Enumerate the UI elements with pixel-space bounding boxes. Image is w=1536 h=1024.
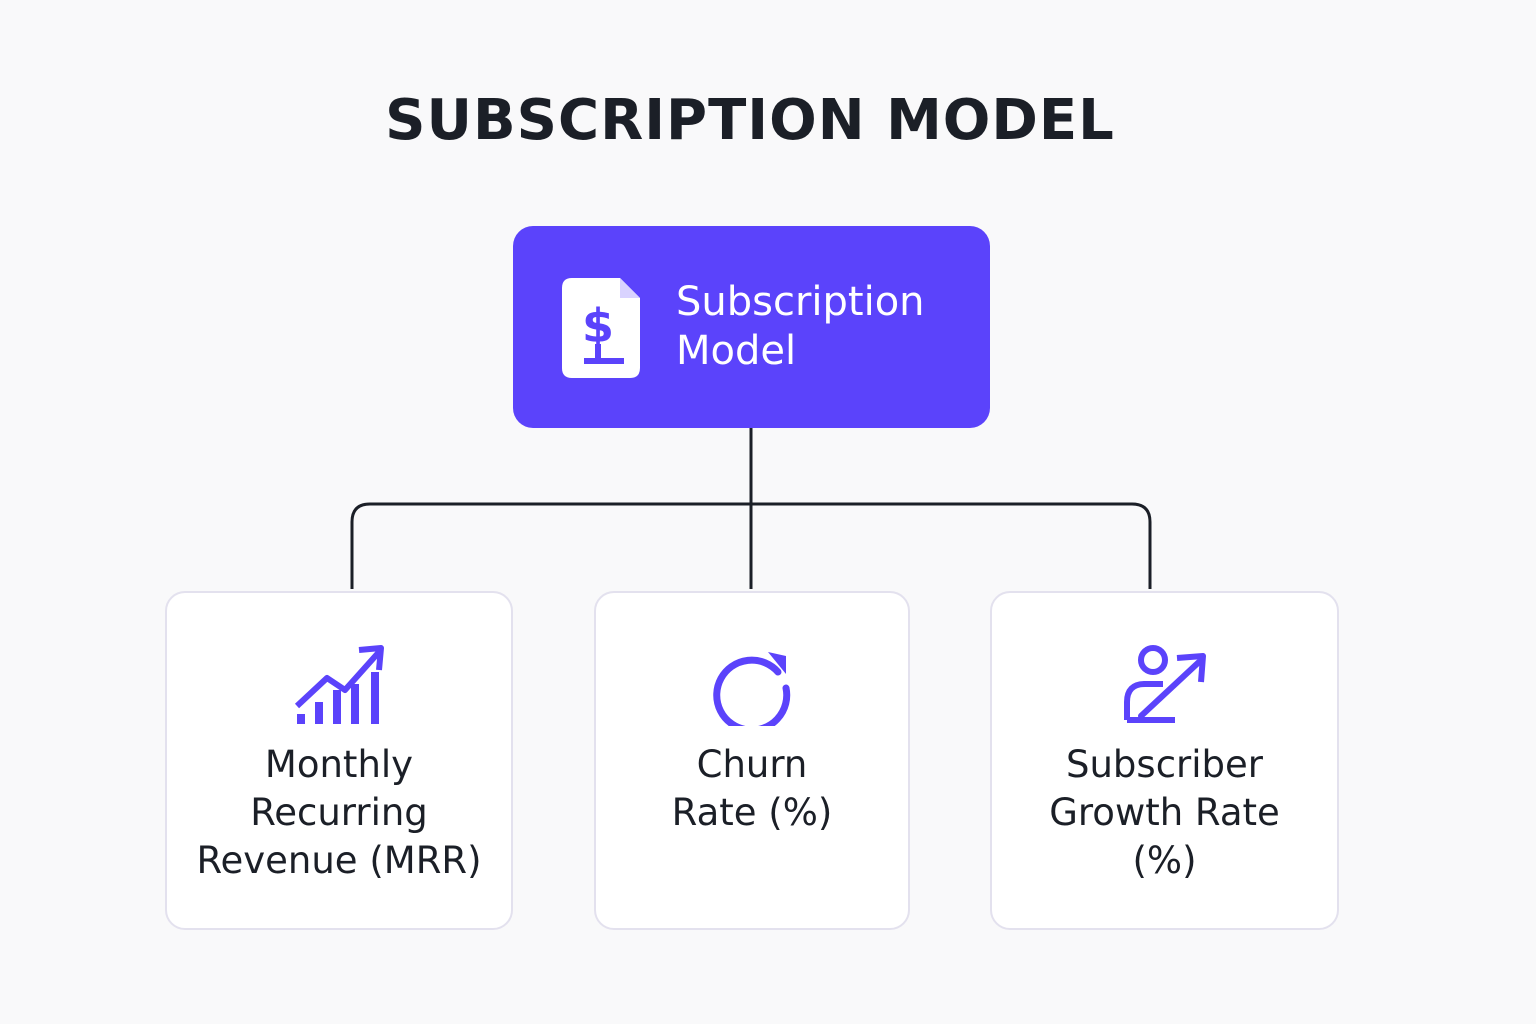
card-label-line: Revenue (MRR) <box>196 839 482 882</box>
document-dollar-icon: $ <box>562 278 640 378</box>
connector-branch-left <box>350 502 751 589</box>
child-card-growth: Subscriber Growth Rate (%) <box>990 591 1339 930</box>
child-card-churn: Churn Rate (%) <box>594 591 910 930</box>
root-label-line: Subscription <box>676 279 925 325</box>
page-title: SUBSCRIPTION MODEL <box>385 88 1115 153</box>
child-card-mrr: Monthly Recurring Revenue (MRR) <box>165 591 513 930</box>
connector-branch-right <box>751 502 1152 589</box>
root-node-label: Subscription Model <box>676 278 976 376</box>
card-label-line: Subscriber <box>1066 743 1263 786</box>
card-label-line: (%) <box>1132 839 1197 882</box>
card-label-line: Churn <box>696 743 808 786</box>
root-label-line: Model <box>676 328 797 374</box>
card-label-growth: Subscriber Growth Rate (%) <box>992 741 1337 885</box>
card-label-line: Monthly <box>264 743 414 786</box>
user-growth-arrow-icon <box>1123 645 1206 723</box>
bar-chart-trend-up-icon <box>294 645 384 724</box>
refresh-icon <box>713 652 791 726</box>
card-label-line: Rate (%) <box>671 791 833 834</box>
card-label-line: Recurring <box>250 791 428 834</box>
card-label-mrr: Monthly Recurring Revenue (MRR) <box>167 741 511 885</box>
card-label-line: Growth Rate <box>1049 791 1280 834</box>
card-label-churn: Churn Rate (%) <box>596 741 908 837</box>
